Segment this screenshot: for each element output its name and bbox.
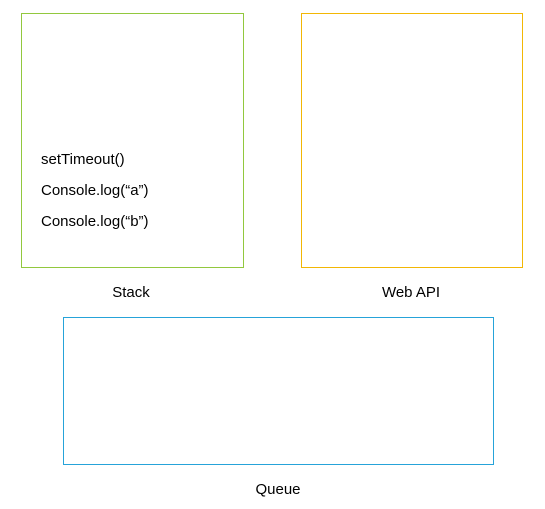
queue-box xyxy=(63,317,494,465)
web-api-box xyxy=(301,13,523,268)
stack-label: Stack xyxy=(112,284,150,301)
web-api-label: Web API xyxy=(381,284,441,301)
stack-item: setTimeout() xyxy=(41,151,125,168)
queue-label: Queue xyxy=(255,481,301,498)
stack-items: setTimeout() Console.log(“a”) Console.lo… xyxy=(41,152,149,245)
stack-box: setTimeout() Console.log(“a”) Console.lo… xyxy=(21,13,244,268)
stack-item: Console.log(“a”) xyxy=(41,182,149,199)
stack-item: Console.log(“b”) xyxy=(41,213,149,230)
